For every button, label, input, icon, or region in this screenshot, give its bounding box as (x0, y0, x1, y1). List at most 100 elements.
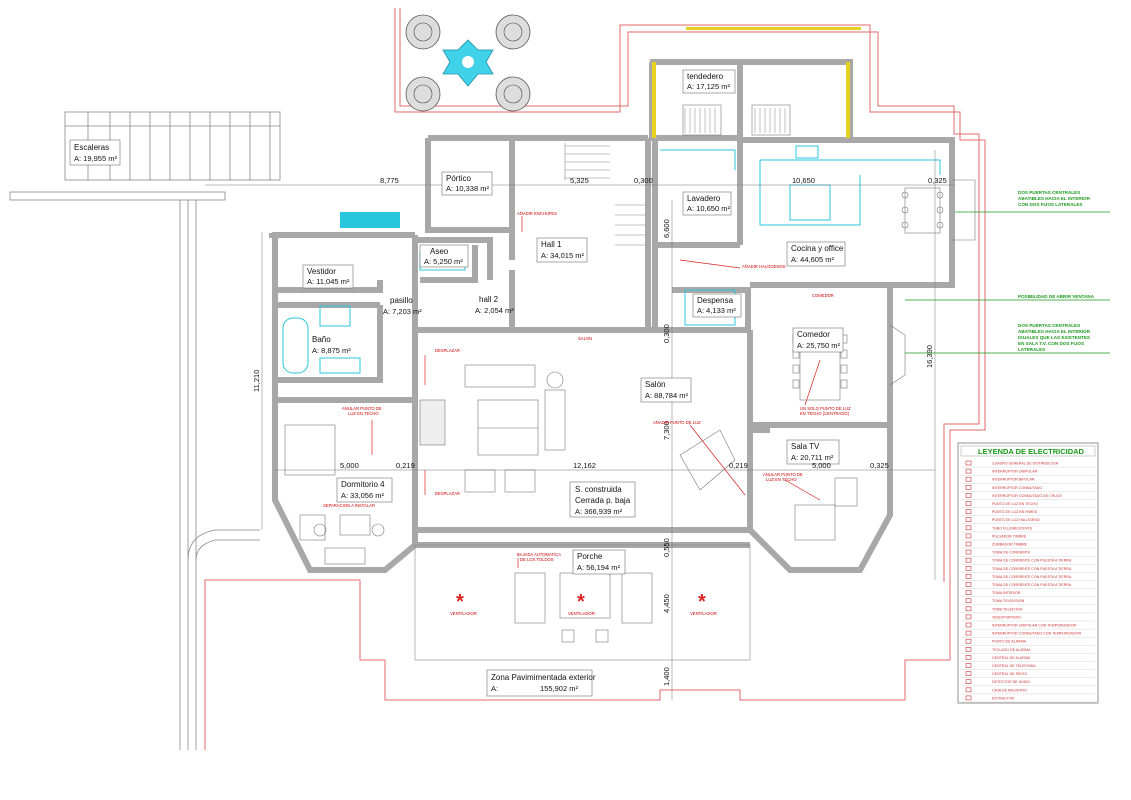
svg-text:Zona Pavimimentada exterior: Zona Pavimimentada exterior (491, 673, 596, 682)
legend-symbol-icon (965, 525, 972, 531)
legend-item: TOMA TELEFONO (992, 607, 1023, 611)
legend-item: TOMA DE CORRIENTE CON PUESTA A TIERRA (992, 559, 1072, 563)
svg-text:5,000: 5,000 (812, 461, 831, 470)
legend-item: TOMA TELEVISION (992, 599, 1025, 603)
svg-text:8,775: 8,775 (380, 176, 399, 185)
dimension-labels: 8,775 5,325 0,300 10,650 0,325 6,600 0,3… (252, 176, 947, 686)
legend-item: TOMA DE CORRIENTE CON PUESTA A TIERRA (992, 583, 1072, 587)
svg-text:AÑADIR HALOGENOS: AÑADIR HALOGENOS (742, 264, 786, 269)
legend-symbol-icon (965, 541, 972, 547)
svg-text:LATERALES: LATERALES (1018, 347, 1045, 352)
garden (405, 14, 531, 112)
electrical-legend: LEYENDA DE ELECTRICIDAD CUADRO GENERAL D… (957, 442, 1099, 704)
svg-text:SALON: SALON (578, 336, 592, 341)
room-portico: Pórtico A: 10,338 m² (441, 171, 493, 196)
room-cocina: Cocina y office A: 44,605 m² (786, 241, 846, 267)
legend-symbol-icon (965, 476, 972, 482)
green-notes: DOS PUERTAS CENTRALES ABATIBLES HACIA EL… (905, 190, 1110, 354)
legend-item: INTERRUPTOR UNIPOLAR (992, 470, 1038, 474)
svg-text:VENTILADOR: VENTILADOR (690, 611, 717, 616)
svg-text:Escaleras: Escaleras (74, 143, 109, 152)
svg-text:1,400: 1,400 (662, 667, 671, 686)
svg-text:Pórtico: Pórtico (446, 174, 471, 183)
svg-text:tendedero: tendedero (687, 72, 724, 81)
svg-text:A: 19,955 m²: A: 19,955 m² (74, 154, 117, 163)
electrical-annotations: AÑADIR ENCHUFES AÑADIR HALOGENOS COMEDOR… (323, 211, 851, 616)
legend-item: VIDEOPORTERO (992, 615, 1021, 619)
legend-item: CENTRAL DE ALARMA (992, 656, 1031, 660)
svg-text:A: 44,605 m²: A: 44,605 m² (791, 255, 834, 264)
svg-text:*: * (456, 591, 464, 613)
svg-text:DOS PUERTAS CENTRALES: DOS PUERTAS CENTRALES (1018, 323, 1080, 328)
legend-symbol-icon (965, 655, 972, 660)
room-tendedero: tendedero A: 17,125 m² (682, 69, 736, 94)
svg-text:A: 5,250 m²: A: 5,250 m² (424, 257, 463, 266)
svg-text:A: 17,125 m²: A: 17,125 m² (687, 82, 730, 91)
svg-text:POSIBILIDAD DE ABRIR VENTANA: POSIBILIDAD DE ABRIR VENTANA (1018, 294, 1095, 299)
svg-text:Sala TV: Sala TV (791, 442, 820, 451)
svg-text:5,325: 5,325 (570, 176, 589, 185)
legend-symbol-icon (965, 687, 972, 693)
svg-text:LUZ EN TECHO: LUZ EN TECHO (348, 411, 379, 416)
legend-item: PUNTO DE LUZ EN PARED (992, 510, 1038, 514)
svg-text:SEPARACION A INSTALAR: SEPARACION A INSTALAR (323, 503, 375, 508)
svg-text:Dormitorio 4: Dormitorio 4 (341, 480, 385, 489)
legend-symbol-icon (965, 663, 972, 668)
dimension-lines (205, 150, 955, 700)
svg-text:10,650: 10,650 (792, 176, 815, 185)
svg-text:11,210: 11,210 (252, 370, 261, 392)
svg-text:Despensa: Despensa (697, 296, 734, 305)
svg-text:155,902 m²: 155,902 m² (540, 684, 578, 693)
legend-symbol-icon (965, 646, 972, 652)
legend-symbol-icon (965, 460, 972, 466)
svg-text:EN TECHO (CENTRADO): EN TECHO (CENTRADO) (800, 411, 850, 416)
svg-text:A: 366,939 m²: A: 366,939 m² (575, 507, 623, 516)
legend-symbol-icon (965, 671, 972, 676)
svg-text:A: 4,133 m²: A: 4,133 m² (697, 306, 736, 315)
legend-symbol-icon (965, 574, 972, 579)
legend-symbol-icon (965, 565, 972, 571)
legend-item: CAJA DE REGISTRO (992, 688, 1027, 692)
room-pasillo: pasillo A: 7,203 m² (383, 296, 422, 316)
svg-text:7,300: 7,300 (662, 421, 671, 440)
legend-symbol-icon (965, 517, 972, 523)
svg-text:Cocina y office: Cocina y office (791, 244, 844, 253)
svg-text:*: * (577, 591, 585, 613)
svg-text:VENTILADOR: VENTILADOR (450, 611, 477, 616)
legend-item: INTERRUPTOR CONMUTADO DE CRUCE (992, 494, 1063, 498)
legend-item: DETECTOR DE HUMO (992, 680, 1030, 684)
svg-text:VENTILADOR: VENTILADOR (568, 611, 595, 616)
room-vestidor: Vestidor A: 11,045 m² (302, 264, 354, 289)
svg-text:COMEDOR: COMEDOR (812, 293, 834, 298)
svg-text:DOS PUERTAS CENTRALES: DOS PUERTAS CENTRALES (1018, 190, 1080, 195)
svg-text:A: 7,203 m²: A: 7,203 m² (383, 307, 422, 316)
svg-text:Cerrada p. baja: Cerrada p. baja (575, 496, 631, 505)
legend-symbol-icon (965, 468, 972, 474)
tendedero-marks (652, 27, 861, 138)
legend-item: ZUMBADOR TIMBRE (992, 543, 1028, 547)
svg-text:0,219: 0,219 (396, 461, 415, 470)
legend-item: INTERRUPTOR CONMUTADO (992, 486, 1042, 490)
legend-item: TOMA DE CORRIENTE (992, 551, 1031, 555)
room-despensa: Despensa A: 4,133 m² (692, 293, 742, 318)
svg-text:Comedor: Comedor (797, 330, 830, 339)
legend-symbol-icon (965, 638, 972, 644)
legend-title: LEYENDA DE ELECTRICIDAD (978, 447, 1085, 456)
legend-rows: CUADRO GENERAL DE DISTRIBUCIONINTERRUPTO… (961, 460, 1095, 703)
legend-item: CENTRAL DE TELEFONIA (992, 664, 1036, 668)
legend-symbol-icon (965, 557, 972, 563)
svg-text:12,162: 12,162 (573, 461, 596, 470)
svg-text:A: 11,045 m²: A: 11,045 m² (307, 277, 350, 286)
svg-text:Salón: Salón (645, 380, 665, 389)
legend-symbol-icon (965, 695, 972, 701)
svg-text:5,000: 5,000 (340, 461, 359, 470)
svg-text:A: 34,015 m²: A: 34,015 m² (541, 251, 584, 260)
svg-text:Hall 1: Hall 1 (541, 240, 562, 249)
svg-text:A: 56,194 m²: A: 56,194 m² (577, 563, 620, 572)
svg-text:DESPLAZAR: DESPLAZAR (435, 348, 460, 353)
svg-text:Porche: Porche (577, 552, 603, 561)
legend-item: PULSADOR TIMBRE (992, 534, 1027, 538)
legend-symbol-icon (965, 484, 972, 490)
legend-symbol-icon (965, 614, 972, 620)
